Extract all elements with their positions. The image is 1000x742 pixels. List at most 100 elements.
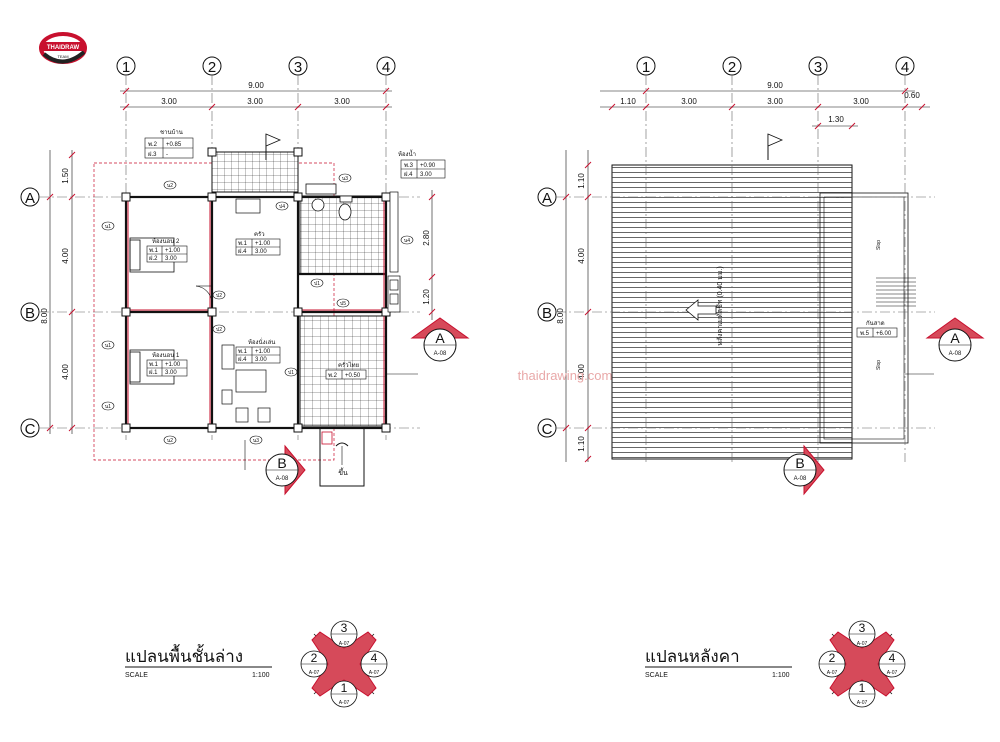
tag-code: พ.1 bbox=[238, 240, 248, 247]
roof-section-b-letter: B bbox=[795, 455, 804, 471]
grid-bubbles-left: A B C bbox=[20, 187, 40, 438]
tag-code: พ.1 bbox=[238, 348, 248, 355]
watermark-text: thaidrawing.com bbox=[518, 368, 613, 383]
key-right-sheet: A-07 bbox=[887, 670, 898, 676]
grid-bubbles-top: 1 2 3 4 bbox=[116, 56, 396, 76]
roof-grid-lines bbox=[556, 75, 935, 462]
roof-dim-total: 9.00 bbox=[767, 81, 783, 90]
roof-dim-bay-1: 3.00 bbox=[681, 97, 697, 106]
roof-plan-title-block: แปลนหลังคา SCALE 1:100 bbox=[645, 647, 792, 679]
key-bottom-number: 1 bbox=[341, 681, 348, 695]
right-dimensions: 2.80 1.20 bbox=[422, 190, 436, 320]
roof-grid-label-3: 3 bbox=[814, 59, 822, 76]
key-right-number: 4 bbox=[371, 651, 378, 665]
svg-text:ป2: ป2 bbox=[216, 293, 222, 299]
roof-section-a-sheet: A-08 bbox=[949, 351, 962, 357]
roof-left-dimensions: 8.00 1.10 4.00 4.00 1.10 bbox=[556, 150, 592, 463]
key-bottom-number: 1 bbox=[859, 681, 866, 695]
opening-tag: น1 bbox=[101, 340, 115, 350]
grid-label-c: C bbox=[25, 421, 36, 438]
svg-text:ป5: ป5 bbox=[340, 301, 346, 307]
key-left-sheet: A-07 bbox=[309, 670, 320, 676]
roof-grid-label-b: B bbox=[542, 305, 552, 322]
svg-text:น4: น4 bbox=[404, 238, 410, 244]
tag-code: พ.2 bbox=[148, 141, 158, 148]
key-left-sheet: A-07 bbox=[827, 670, 838, 676]
living-furniture bbox=[221, 198, 271, 423]
tag-code: ฝ.2 bbox=[149, 255, 158, 262]
floor-plan-scale-label: SCALE bbox=[125, 672, 148, 679]
roof-dim-overhang-left: 1.10 bbox=[620, 97, 636, 106]
tag-code: ฝ.4 bbox=[238, 248, 247, 255]
top-dimensions: 9.00 3.00 3.00 3.00 bbox=[120, 81, 392, 111]
grid-label-3: 3 bbox=[294, 59, 302, 76]
dim-depth-1: 4.00 bbox=[61, 248, 70, 264]
opening-tag: ป1 bbox=[310, 278, 324, 288]
room-name-bedroom-2: ห้องนอน 2 bbox=[152, 238, 180, 245]
tag-value: +1.00 bbox=[255, 241, 271, 247]
dim-wash-depth: 1.20 bbox=[422, 289, 431, 305]
room-name-porch: ชานบ้าน bbox=[160, 129, 183, 136]
opening-tag: น2 bbox=[163, 180, 177, 190]
svg-text:น2: น2 bbox=[167, 183, 173, 189]
roof-dim-bay-3: 3.00 bbox=[853, 97, 869, 106]
room-name-kitchen: ครัวไทย bbox=[338, 361, 359, 369]
roof-grid-label-1: 1 bbox=[642, 59, 650, 76]
tag-code: ฝ.4 bbox=[238, 356, 247, 363]
grid-label-b: B bbox=[25, 305, 35, 322]
opening-tag: น2 bbox=[163, 435, 177, 445]
roof-north-flag-icon bbox=[767, 133, 784, 160]
roof-plan-title: แปลนหลังคา bbox=[645, 647, 740, 667]
opening-tags: น2 น1 น1 น2 น3 น3 น4 ป4 ป1 ป2 ป2 ป1 ป5 น… bbox=[101, 173, 414, 445]
roof-grid-label-2: 2 bbox=[728, 59, 736, 76]
opening-tag: ป1 bbox=[284, 367, 298, 377]
columns bbox=[121, 147, 391, 433]
tag-code: พ.3 bbox=[404, 162, 414, 169]
dim-total-width: 9.00 bbox=[248, 81, 264, 90]
opening-tag: น3 bbox=[249, 435, 263, 445]
canopy-name: กันสาด bbox=[866, 320, 885, 327]
roof-section-marker-b: B A-08 bbox=[783, 444, 825, 496]
floor-plan-scale-value: 1:100 bbox=[252, 672, 270, 679]
slope-arrow-icon bbox=[685, 299, 717, 321]
roof-dim-overhang-top: 1.10 bbox=[577, 173, 586, 189]
dim-bay-3: 3.00 bbox=[334, 97, 350, 106]
key-bottom-sheet: A-07 bbox=[857, 700, 868, 706]
logo-bottom-text: TEAM bbox=[57, 54, 68, 59]
room-tag-bathroom: ห้องน้ำ พ.3 +0.90 ฝ.4 3.00 bbox=[398, 148, 446, 179]
section-a-letter: A bbox=[435, 330, 445, 346]
key-left-number: 2 bbox=[829, 651, 836, 665]
room-name-living: ห้องนั่งเล่น bbox=[248, 338, 275, 346]
tag-code: ฝ.1 bbox=[149, 369, 158, 376]
grid-label-a: A bbox=[25, 190, 35, 207]
logo-top-text: THAIDRAW bbox=[47, 45, 80, 51]
roof-dim-bay-2: 3.00 bbox=[767, 97, 783, 106]
room-tag-kitchen: ครัวไทย พ.2 +0.50 bbox=[325, 361, 367, 380]
svg-text:ป2: ป2 bbox=[216, 327, 222, 333]
room-tag-porch: ชานบ้าน พ.2 +0.85 ฝ.3 - bbox=[144, 129, 194, 159]
room-name-center: ครัว bbox=[254, 231, 265, 238]
grid-label-1: 1 bbox=[122, 59, 130, 76]
tag-value: +1.00 bbox=[255, 349, 271, 355]
tag-value: 3.00 bbox=[255, 357, 267, 363]
tag-value: 3.00 bbox=[420, 172, 432, 178]
room-tag-living: ห้องนั่งเล่น พ.1 +1.00 ฝ.4 3.00 bbox=[235, 338, 281, 364]
roof-top-dimensions: 9.00 1.10 3.00 3.00 3.00 0.60 1.30 bbox=[600, 81, 930, 130]
opening-tag: ป5 bbox=[336, 298, 350, 308]
svg-text:น1: น1 bbox=[105, 343, 111, 349]
slope-marks: Slop Slop bbox=[876, 240, 882, 370]
porch bbox=[211, 151, 299, 193]
tag-code: พ.1 bbox=[149, 247, 159, 254]
opening-tag: น1 bbox=[101, 221, 115, 231]
tag-value: - bbox=[166, 152, 168, 158]
ground-floor-plan: 1 2 3 4 A B C bbox=[20, 56, 470, 496]
key-left-number: 2 bbox=[311, 651, 318, 665]
opening-tag: ป2 bbox=[212, 324, 226, 334]
roof-dim-overhang-right: 0.60 bbox=[904, 91, 920, 100]
roof-plan: 1 2 3 4 A B C bbox=[537, 56, 985, 496]
svg-text:ป1: ป1 bbox=[288, 370, 294, 376]
floor-plan-title-block: แปลนพื้นชั้นล่าง SCALE 1:100 bbox=[125, 644, 272, 679]
dim-bay-2: 3.00 bbox=[247, 97, 263, 106]
roof-dim-total-depth: 8.00 bbox=[556, 308, 565, 324]
